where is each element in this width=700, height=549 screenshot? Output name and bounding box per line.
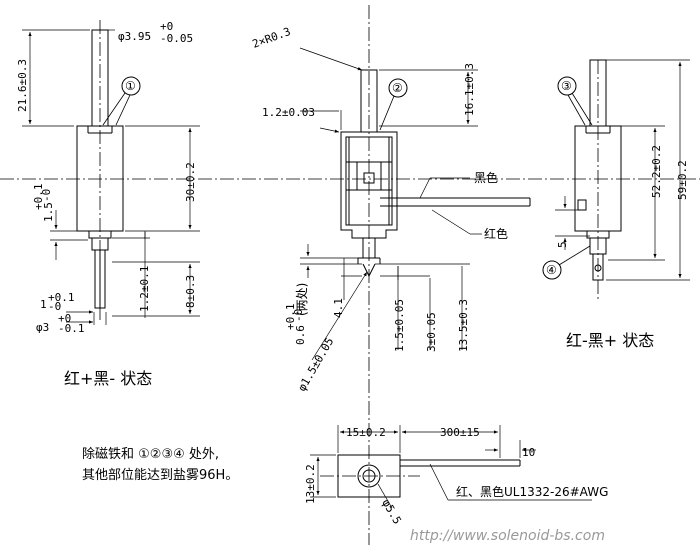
note-line-1: 除磁铁和 ①②③④ 处外, [82,447,220,462]
dim-pin: 0.6 [294,325,307,345]
dim-h13: 13±0.2 [304,464,317,504]
balloon-2-label: ② [392,81,403,95]
balloon-1 [102,76,141,126]
dim-top-len: 16.1±0.3 [463,63,476,116]
bottom-dim-text: 15±0.2 300±15 10 13±0.2 φ5.5 红、黑色UL1332-… [304,426,608,526]
dim-tail: 8±0.3 [184,275,197,308]
dim-flange-tol-up: +0.1 [48,291,75,304]
balloon-4 [542,245,591,280]
label-red: 红色 [484,226,508,241]
bottom-dim-lines [310,425,592,509]
dim-stroke: 1.5 [42,202,55,222]
center-dim-lines [299,47,482,361]
left-dim-text: φ3.95 +0 -0.05 21.6±0.3 30±0.2 1.5 +0.1 … [16,20,197,388]
salt-spray-note: 除磁铁和 ①②③④ 处外, 其他部位能达到盐雾96H。 [82,444,238,486]
center-dim-text: ② 2×R0.3 16.1±0.3 1.2±0.03 黑色 红色 0.6 +0.… [251,25,508,393]
dim-wire: 300±15 [440,426,480,439]
note-line-2: 其他部位能达到盐雾96H。 [82,468,239,483]
dim-5: 5 [556,241,569,248]
dim-3: 3±0.05 [425,312,438,352]
dim-gap: 1.2±0.1 [138,266,151,312]
right-caption: 红-黑+ 状态 [566,331,654,350]
dim-w15: 15±0.2 [346,426,386,439]
dim-522: 52.2±0.2 [650,145,663,198]
bottom-view [337,454,521,498]
dim-shaft-len: 21.6±0.3 [16,59,29,112]
dim-15: 1.5±0.05 [393,299,406,352]
dim-tail-dia-tol-dn: -0.1 [58,322,85,335]
dim-pin-tol-up: +0.1 [284,304,297,331]
dim-stroke-tol-dn: -0 [40,189,53,202]
left-dim-lines [22,29,200,325]
watermark: http://www.solenoid-bs.com [410,528,605,544]
dim-flange: 1 [40,298,47,311]
dim-strip: 10 [522,446,535,459]
center-view [340,69,531,278]
balloon-2 [379,78,408,131]
right-dim-text: ③ ④ 52.2±0.2 59±0.2 5 红-黑+ 状态 [546,79,689,350]
dim-flange-tol-dn: -0 [48,300,61,313]
dim-59: 59±0.2 [676,160,689,200]
balloon-3 [557,76,593,126]
dim-41: 4.1 [332,298,345,318]
dim-plate: 1.2±0.03 [262,106,315,119]
right-dim-lines [555,59,690,281]
right-view [574,59,622,281]
dim-pin-note: (两处) [295,283,309,316]
dim-pin-tol-dn: -0 [292,309,305,322]
dim-body-h: 30±0.2 [184,162,197,202]
dim-tail-dia-tol-up: +0 [58,312,71,325]
dim-stroke-tol: +0.1 [32,184,45,211]
dim-hole: φ5.5 [379,497,404,526]
left-view [76,29,124,309]
label-black: 黑色 [474,171,498,185]
dim-radius: 2×R0.3 [251,25,293,51]
balloon-3-label: ③ [561,79,572,93]
dim-shaft-dia-tol-dn: -0.05 [160,32,193,45]
dim-135: 13.5±0.3 [457,299,470,352]
dim-shaft-dia-tol-up: +0 [160,20,173,33]
balloon-4-label: ④ [546,263,557,277]
dim-tail-dia: φ3 [36,321,49,334]
left-caption: 红+黑- 状态 [64,369,152,388]
balloon-1-label: ① [125,79,136,93]
dim-shaft-dia: φ3.95 [118,30,151,43]
wire-label: 红、黑色UL1332-26#AWG [456,484,608,499]
